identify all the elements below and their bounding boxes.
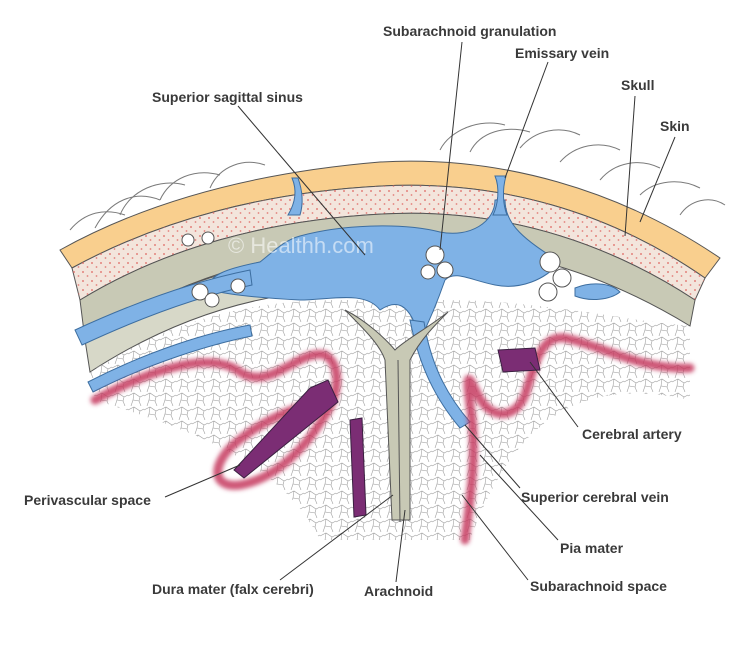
label-subarachnoid-space: Subarachnoid space: [530, 578, 667, 594]
watermark: © Healthh.com: [228, 233, 374, 258]
falx-cerebri: [344, 309, 449, 521]
label-arachnoid: Arachnoid: [364, 583, 433, 599]
venous-lacuna-right: [574, 283, 621, 300]
arachnoid-granulations: [181, 231, 572, 308]
pia-mater: [90, 333, 695, 545]
falx-midline: [397, 359, 401, 523]
label-pia-mater: Pia mater: [560, 540, 624, 556]
label-dura-mater: Dura mater (falx cerebri): [152, 581, 314, 597]
label-cerebral-artery: Cerebral artery: [582, 426, 682, 442]
label-superior-sagittal-sinus: Superior sagittal sinus: [152, 89, 303, 105]
label-skull: Skull: [621, 77, 654, 93]
skull-dots: [72, 185, 705, 300]
label-perivascular-space: Perivascular space: [24, 492, 151, 508]
label-emissary-vein: Emissary vein: [515, 45, 609, 61]
label-subarachnoid-granulation: Subarachnoid granulation: [383, 23, 556, 39]
leader-lines: [164, 41, 676, 583]
emissary-vein-shape: [492, 175, 508, 216]
cerebral-arteries: [233, 347, 541, 518]
hair-strands: [69, 122, 726, 231]
label-skin: Skin: [660, 118, 690, 134]
cerebral-vein-channel: [87, 324, 253, 393]
emissary-vein-left: [287, 177, 303, 216]
label-superior-cerebral-vein: Superior cerebral vein: [521, 489, 669, 505]
